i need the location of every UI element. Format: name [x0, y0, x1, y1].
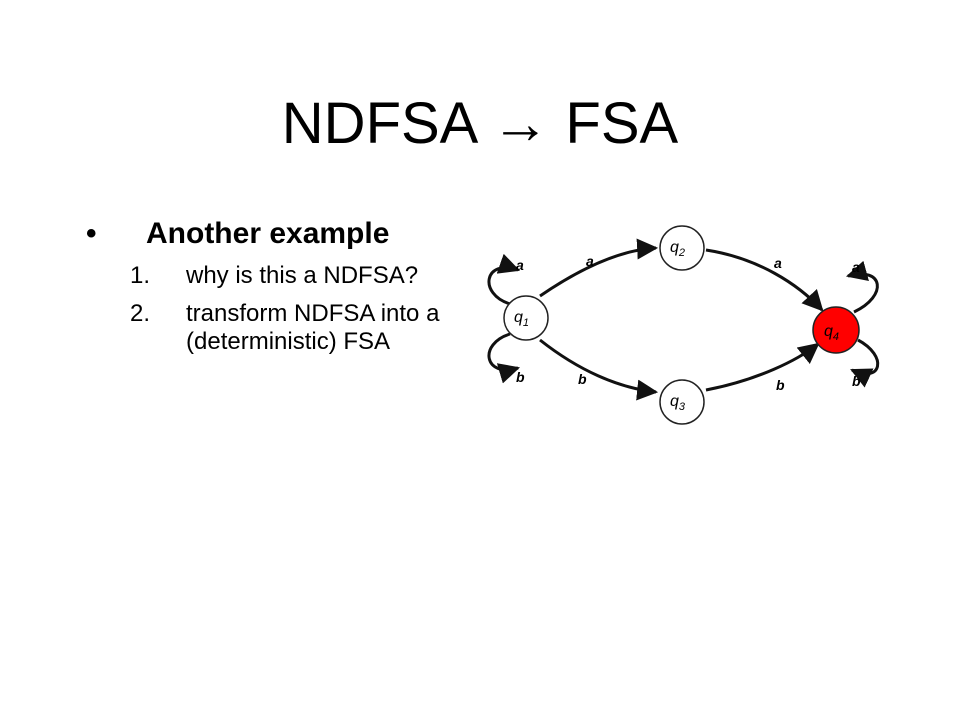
list-number: 1. — [130, 262, 151, 289]
edge-label-q4-loop-b: b — [852, 373, 861, 389]
list-text: why is this a NDFSA? — [186, 262, 419, 289]
slide-title: NDFSA → FSA — [281, 91, 679, 156]
transition-q4-q4-a — [845, 260, 879, 314]
edge-label-q1-loop-b: b — [516, 369, 525, 385]
numbered-list: 1. why is this a NDFSA? 2. transform NDF… — [130, 262, 470, 366]
state-label-q4: q4 — [824, 323, 839, 343]
bullet-text: Another example — [146, 217, 390, 250]
state-q3 — [659, 379, 705, 425]
list-item: 1. why is this a NDFSA? — [130, 262, 470, 290]
list-number: 2. — [130, 300, 151, 327]
list-item: 2. transform NDFSA into a (deterministic… — [130, 300, 470, 356]
state-label-q2: q2 — [670, 239, 685, 259]
edge-label-q3-q4: b — [776, 377, 785, 393]
transition-q4-q4-b — [850, 338, 879, 388]
edge-label-q1-q3: b — [578, 371, 587, 387]
state-q4 — [812, 306, 860, 354]
state-q2 — [659, 225, 705, 271]
transition-q1-q1-b — [487, 332, 521, 384]
state-q1 — [503, 295, 549, 341]
edge-label-q1-loop-a: a — [516, 257, 524, 273]
state-label-q1: q1 — [514, 309, 529, 329]
edge-label-q1-q2: a — [586, 253, 594, 269]
list-text: transform NDFSA into a (deterministic) F… — [186, 300, 440, 355]
transition-q1-q1-a — [487, 253, 520, 306]
transition-q1-q3-b — [539, 338, 659, 401]
transition-q2-q4-a — [705, 248, 824, 312]
bullet-heading: • Another example — [86, 214, 389, 254]
bullet-dot: • — [86, 217, 97, 250]
edge-label-q2-q4: a — [774, 255, 782, 271]
transition-q3-q4-b — [705, 342, 820, 392]
automaton-diagram: q1 q2 q3 q4 a b a b a b a b — [487, 225, 879, 425]
transition-q1-q2-a — [539, 238, 659, 298]
edge-label-q4-loop-a: a — [852, 259, 860, 275]
state-label-q3: q3 — [670, 393, 686, 413]
